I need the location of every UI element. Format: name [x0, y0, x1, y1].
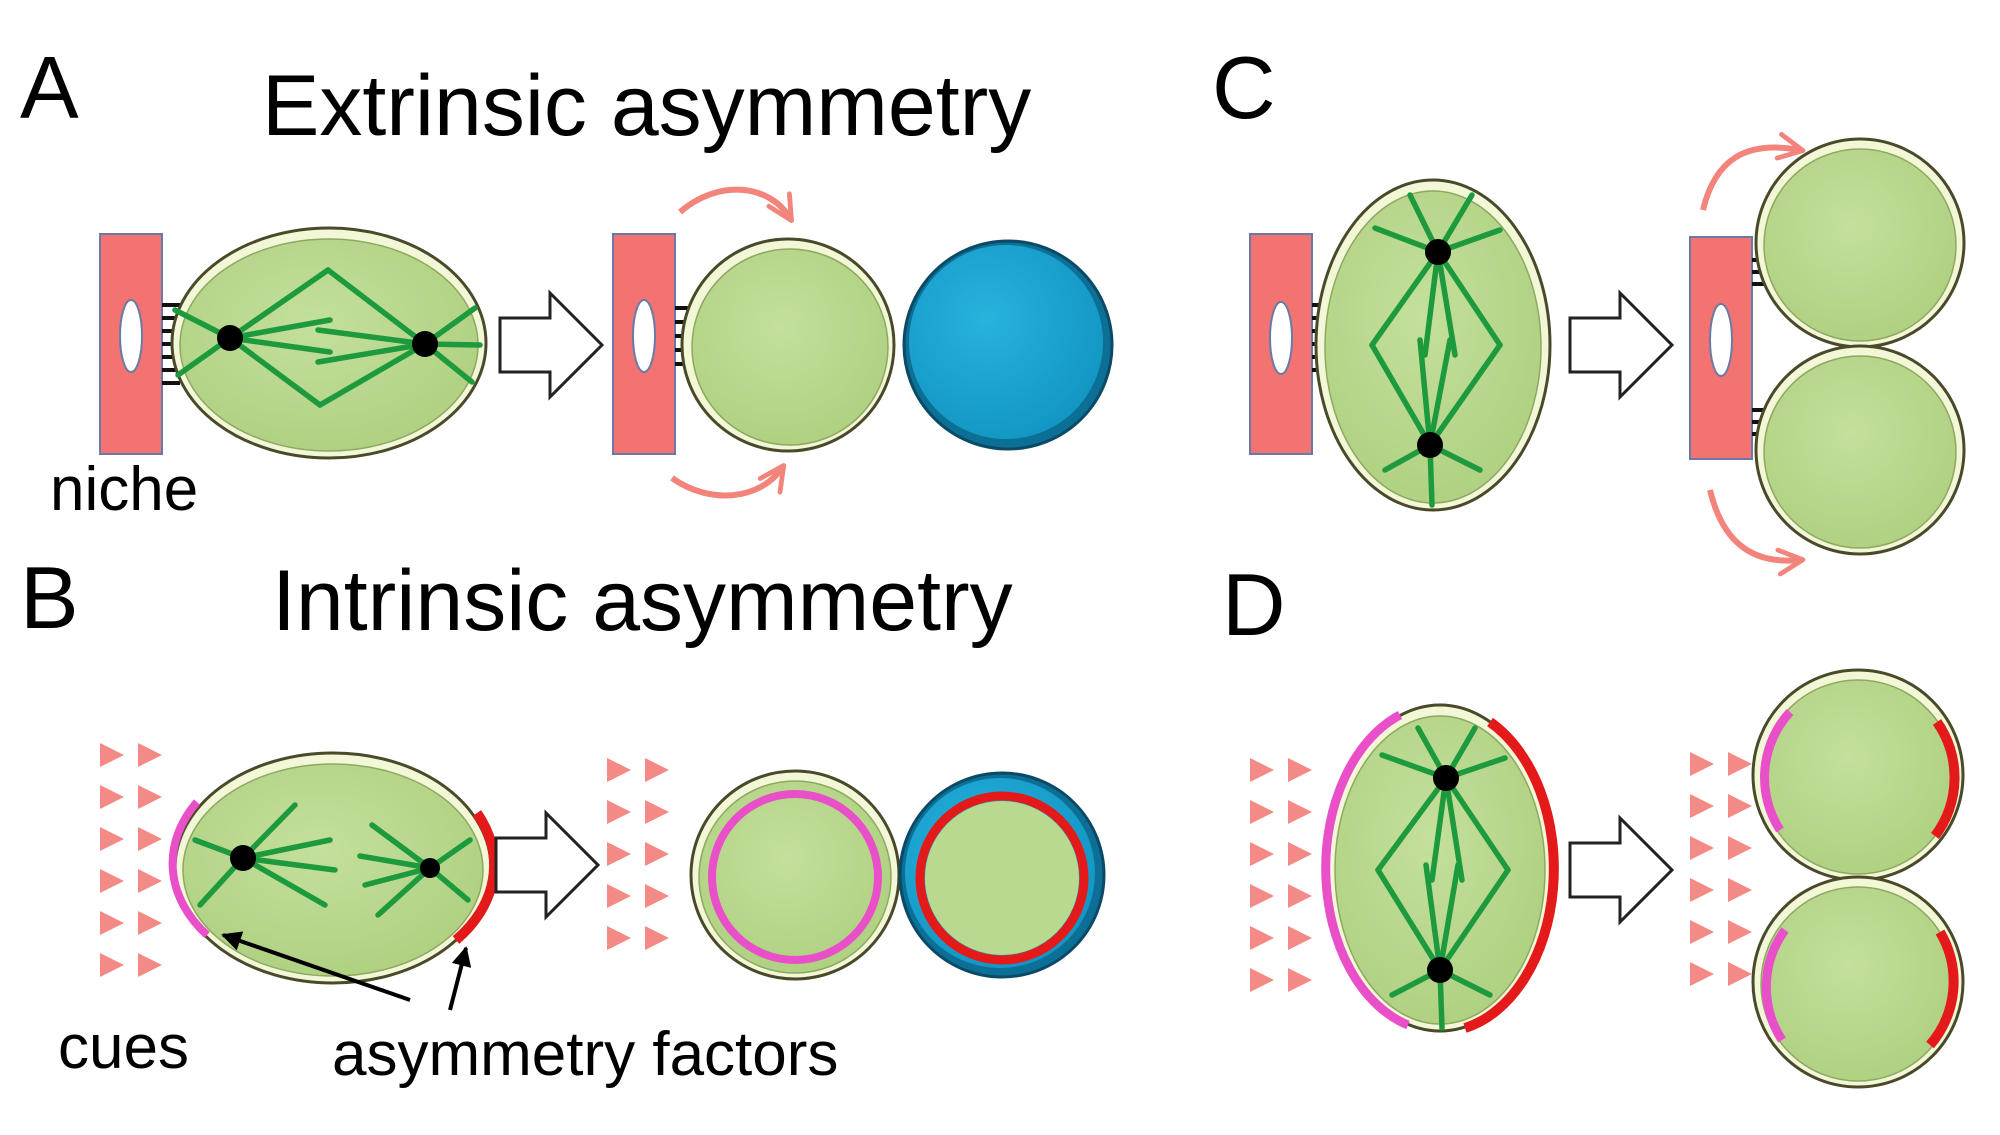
niche-arrow: [1700, 132, 1806, 211]
centrosome: [412, 331, 438, 357]
daughter-stem-cell: [1754, 137, 1966, 349]
magenta-asymmetry-factor: [168, 799, 210, 938]
red-asymmetry-factor: [1926, 929, 1959, 1049]
centrosome: [1433, 765, 1459, 791]
magenta-asymmetry-factor: [1321, 711, 1410, 1030]
differentiated-daughter-cell: [902, 239, 1114, 451]
niche-pore: [119, 299, 143, 373]
transition-arrow: [494, 809, 601, 921]
centrosome: [420, 858, 440, 878]
centrosome: [1417, 432, 1443, 458]
polarity-cues: [607, 758, 669, 950]
polarity-cues: [100, 743, 162, 977]
panel-label-b: B: [20, 548, 79, 647]
heading-extrinsic: Extrinsic asymmetry: [262, 58, 1031, 154]
red-asymmetry-factor: [452, 810, 500, 944]
pointer-arrow: [448, 946, 472, 1011]
daughter-stem-cell: [1754, 344, 1966, 556]
label-niche: niche: [50, 455, 198, 524]
niche-arrow: [1707, 489, 1806, 577]
transition-arrow: [498, 289, 605, 401]
daughter-cell-with-both-factors: [1751, 668, 1965, 882]
label-asymmetry-factors: asymmetry factors: [332, 1020, 838, 1089]
panel-c-diagram: [1249, 132, 1966, 577]
centrosome: [1425, 239, 1451, 265]
label-cues: cues: [58, 1013, 189, 1082]
polarized-dividing-cell-perpendicular: [1321, 703, 1559, 1033]
polarized-dividing-cell: [168, 751, 500, 985]
daughter-cell-magenta-factor: [689, 769, 901, 981]
differentiated-cell-red-factor: [898, 771, 1106, 979]
centrosome: [1427, 957, 1453, 983]
centrosome: [230, 845, 256, 871]
dividing-stem-cell-perpendicular: [1314, 178, 1552, 512]
magenta-asymmetry-factor: [1761, 927, 1789, 1043]
red-asymmetry-factor: [1930, 719, 1960, 840]
daughter-cell-with-both-factors: [1751, 875, 1965, 1089]
red-asymmetry-factor: [1463, 717, 1559, 1033]
niche-arrow: [670, 463, 787, 499]
magenta-asymmetry-factor: [1760, 708, 1794, 833]
polarity-cues: [1250, 758, 1312, 992]
polarity-cues: [1690, 752, 1752, 986]
transition-arrow: [1568, 289, 1675, 401]
niche-pore: [1709, 303, 1733, 377]
dividing-stem-cell: [170, 226, 488, 460]
centrosome: [217, 325, 243, 351]
panel-label-a: A: [20, 38, 79, 137]
niche-block: [612, 233, 676, 455]
panel-a-diagram: [99, 186, 1114, 499]
niche-pore: [1269, 301, 1293, 375]
panel-label-c: C: [1212, 38, 1276, 137]
heading-intrinsic: Intrinsic asymmetry: [272, 553, 1013, 649]
panel-b-diagram: [100, 743, 1106, 1011]
transition-arrow: [1568, 814, 1675, 926]
niche-pore: [632, 299, 656, 373]
daughter-stem-cell: [680, 237, 896, 453]
niche-arrow: [678, 186, 794, 223]
panel-label-d: D: [1222, 555, 1286, 654]
panel-d-diagram: [1250, 668, 1965, 1089]
pointer-arrow: [221, 931, 411, 1002]
